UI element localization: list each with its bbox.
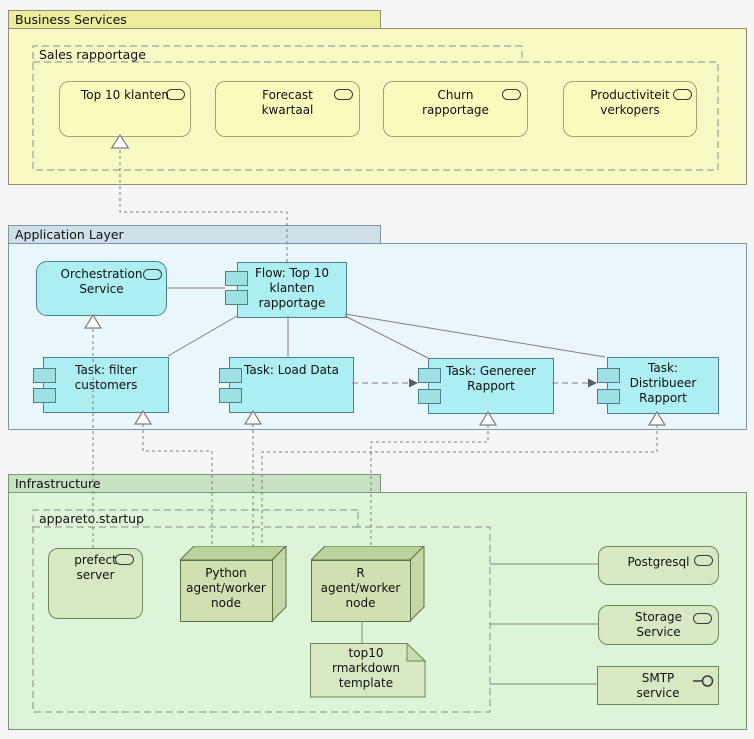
service-icon xyxy=(693,613,712,624)
infra-service-label: SMTP service xyxy=(636,671,680,700)
component-port xyxy=(418,389,441,404)
node-label: R agent/worker node xyxy=(320,566,401,610)
component-task-load-data: Task: Load Data xyxy=(229,357,354,413)
component-port xyxy=(225,290,248,305)
business-service-churn-rapportage: Churn rapportage xyxy=(383,81,528,137)
component-port xyxy=(418,368,441,383)
component-task-genereer-rapport: Task: Genereer Rapport xyxy=(428,358,554,414)
component-port xyxy=(597,368,620,383)
layer-tab-business: Business Services xyxy=(8,10,381,29)
infra-service-postgresql: Postgresql xyxy=(598,546,719,585)
node-label: Python agent/worker node xyxy=(186,566,266,610)
artifact-label: top10 rmarkdown template xyxy=(331,646,401,690)
service-icon xyxy=(694,555,713,566)
app-service-orchestration: Orchestration Service xyxy=(36,261,167,316)
business-service-label: Top 10 klanten xyxy=(80,88,170,102)
infra-service-label: Postgresql xyxy=(627,555,690,569)
component-label: Task: Distribueer Rapport xyxy=(629,361,697,405)
interface-lollipop-icon xyxy=(693,675,714,687)
component-port xyxy=(33,368,56,383)
business-service-label: Forecast kwartaal xyxy=(261,88,314,117)
layer-tab-application: Application Layer xyxy=(8,225,381,244)
component-label: Flow: Top 10 klanten rapportage xyxy=(255,266,329,310)
component-label: Task: Genereer Rapport xyxy=(446,364,536,393)
infra-service-smtp: SMTP service xyxy=(597,666,719,705)
business-service-top-10-klanten: Top 10 klanten xyxy=(59,81,191,137)
component-port xyxy=(225,271,248,286)
component-task-distribueer-rapport: Task: Distribueer Rapport xyxy=(607,357,719,414)
group-title-sales-rapportage: Sales rapportage xyxy=(39,47,146,62)
component-flow-top10: Flow: Top 10 klanten rapportage xyxy=(237,262,347,318)
infra-service-storage: Storage Service xyxy=(598,605,719,645)
component-task-filter-customers: Task: filter customers xyxy=(43,357,169,413)
service-icon xyxy=(143,269,162,280)
layer-tab-infrastructure: Infrastructure xyxy=(8,474,381,493)
component-port xyxy=(219,388,242,403)
business-service-productiviteit-verkopers: Productiviteit verkopers xyxy=(563,81,697,137)
component-label: Task: filter customers xyxy=(74,363,138,392)
infra-service-label: prefect server xyxy=(74,553,117,582)
business-service-forecast-kwartaal: Forecast kwartaal xyxy=(215,81,360,137)
component-port xyxy=(597,389,620,404)
infra-service-label: Storage Service xyxy=(635,610,682,639)
business-service-label: Productiviteit verkopers xyxy=(590,88,670,117)
component-port xyxy=(219,368,242,383)
business-service-label: Churn rapportage xyxy=(422,88,489,117)
app-service-label: Orchestration Service xyxy=(60,267,143,296)
component-port xyxy=(33,388,56,403)
infra-service-prefect-server: prefect server xyxy=(48,548,143,619)
component-label: Task: Load Data xyxy=(243,363,339,377)
group-title-appareto-startup: appareto.startup xyxy=(39,511,145,526)
